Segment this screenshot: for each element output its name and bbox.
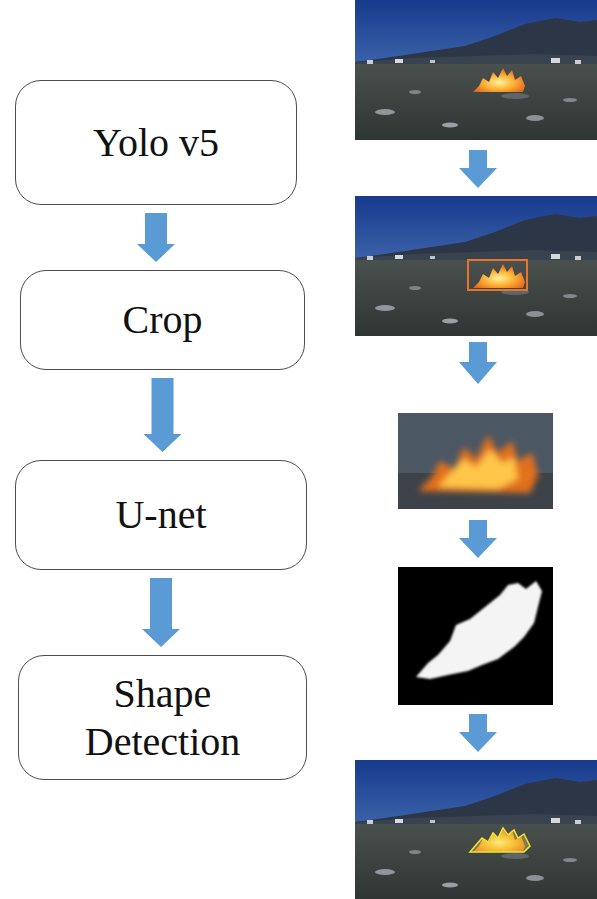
box-label: U-net — [115, 491, 206, 539]
process-box: Crop — [20, 270, 305, 370]
box-label: Shape Detection — [53, 670, 273, 766]
box-label: Yolo v5 — [93, 119, 219, 167]
flow-arrow — [137, 213, 175, 262]
box-label: Crop — [123, 296, 203, 344]
process-box: Yolo v5 — [15, 80, 297, 205]
flow-arrow — [142, 578, 180, 647]
process-box: Shape Detection — [18, 655, 307, 780]
flow-arrow — [144, 378, 182, 452]
process-box: U-net — [15, 460, 307, 570]
